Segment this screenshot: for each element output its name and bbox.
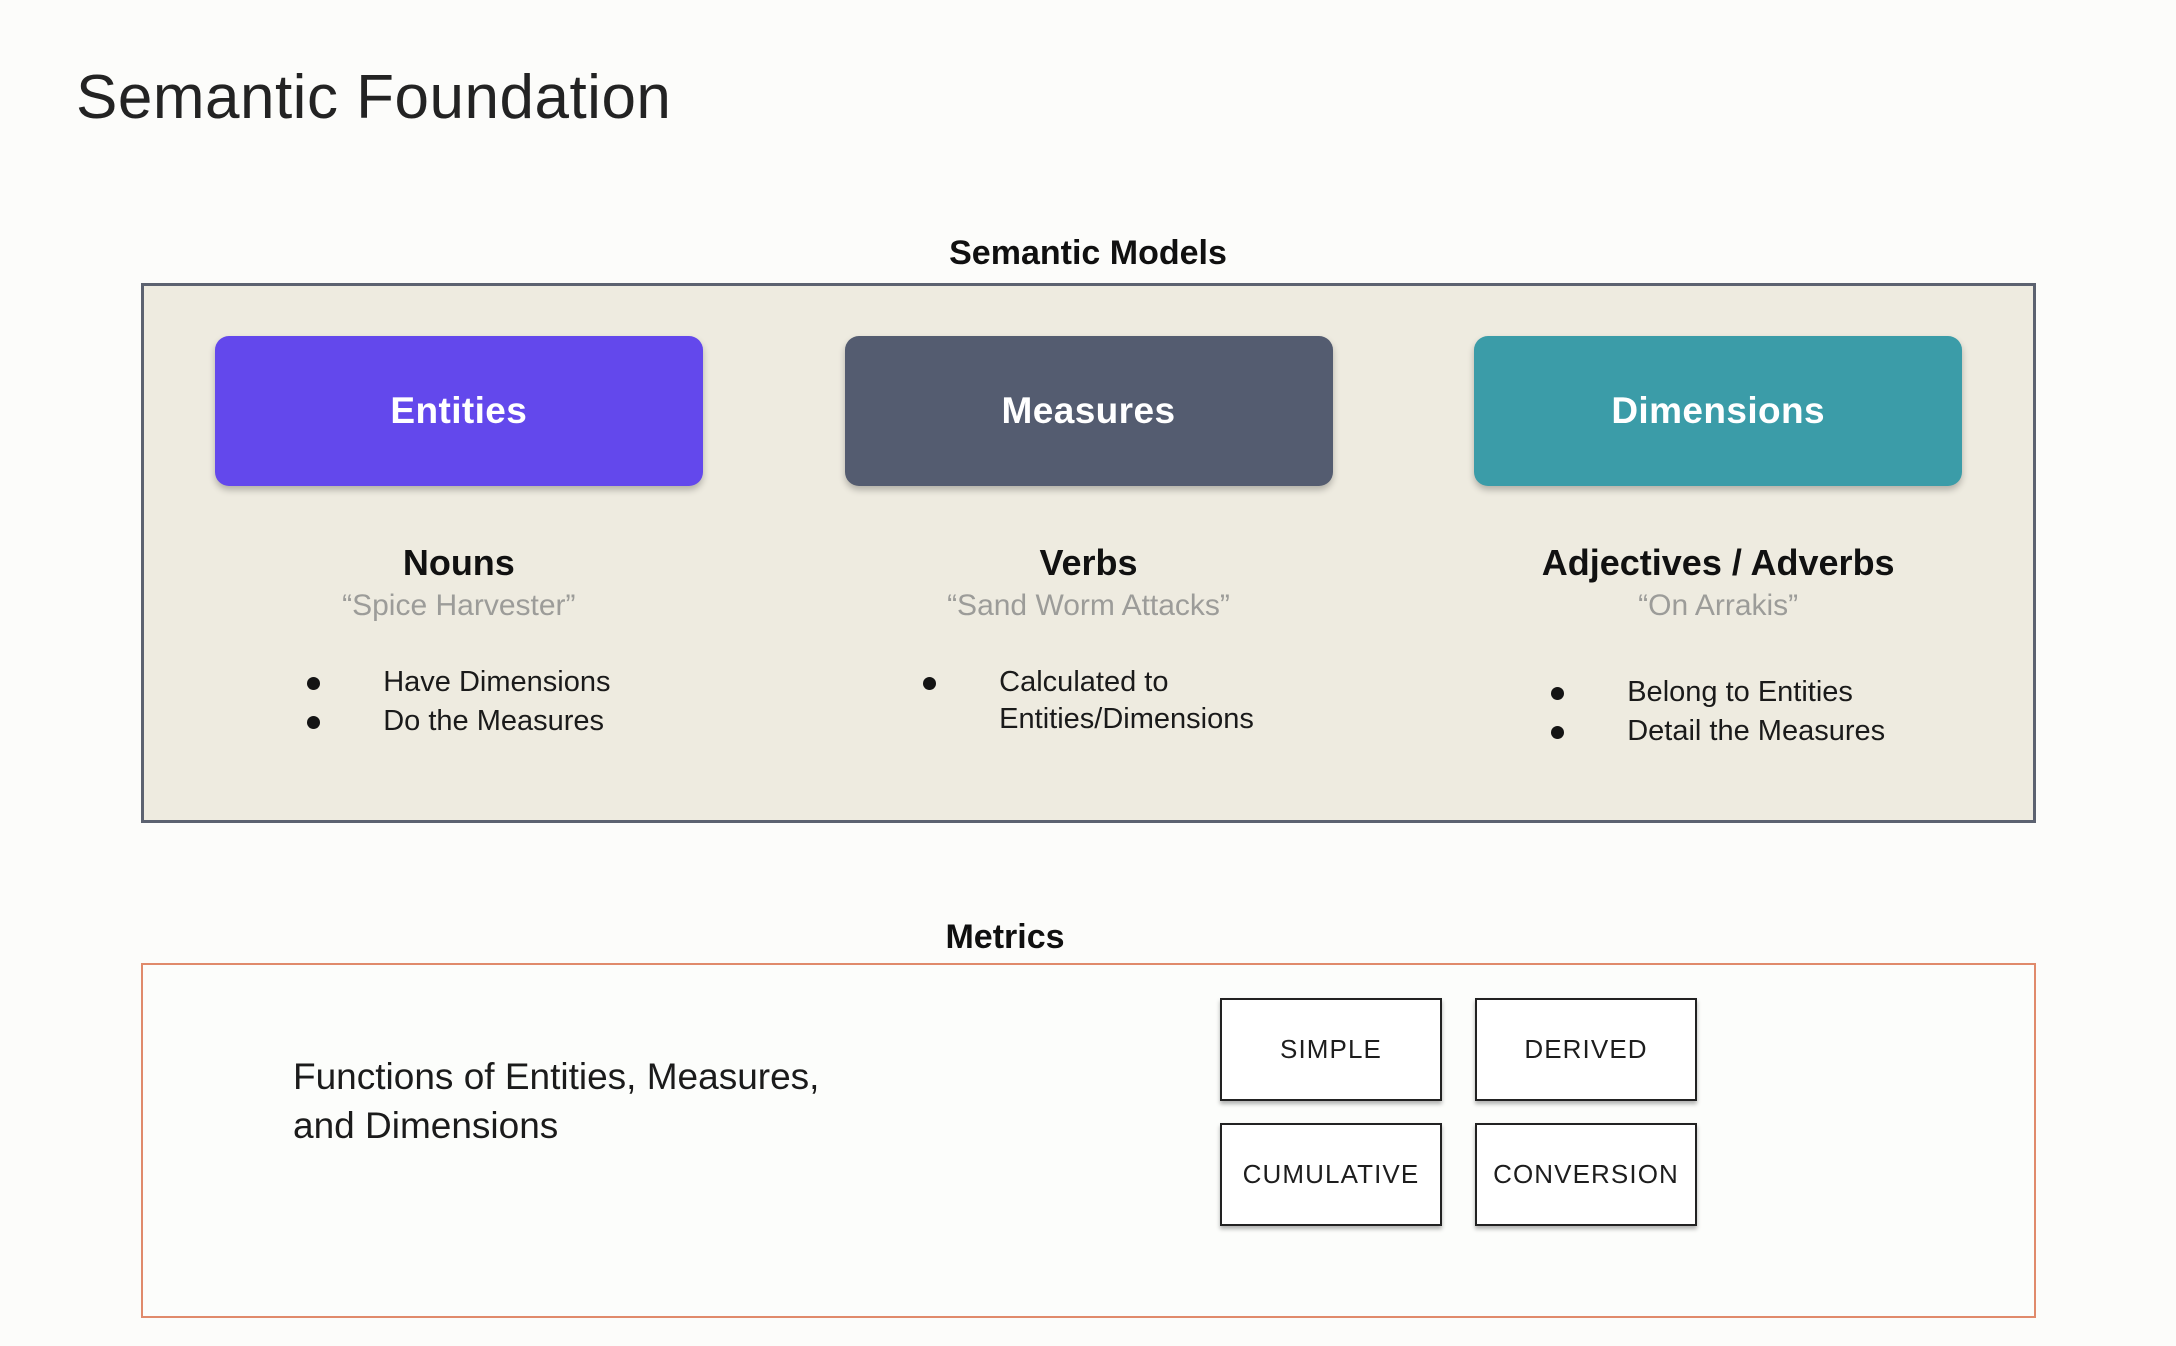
page-title: Semantic Foundation	[76, 63, 672, 132]
metrics-header: Metrics	[945, 918, 1065, 956]
metrics-description-line-1: Functions of Entities, Measures,	[293, 1056, 820, 1097]
dimensions-example: “On Arrakis”	[1638, 588, 1799, 622]
list-item: Have Dimensions	[307, 664, 610, 702]
dimensions-bullet-list: Belong to Entities Detail the Measures	[1551, 674, 1885, 753]
measures-example: “Sand Worm Attacks”	[947, 588, 1230, 622]
bullet-dot-icon	[307, 676, 321, 690]
semantic-column-dimensions: Dimensions Adjectives / Adverbs “On Arra…	[1403, 286, 2033, 820]
metric-type-cumulative[interactable]: CUMULATIVE	[1220, 1123, 1442, 1226]
bullet-dot-icon	[923, 676, 937, 690]
metrics-panel: Functions of Entities, Measures, and Dim…	[141, 963, 2036, 1318]
semantic-column-entities: Entities Nouns “Spice Harvester” Have Di…	[144, 286, 774, 820]
entities-example: “Spice Harvester”	[342, 588, 576, 622]
metric-type-conversion-label: CONVERSION	[1493, 1159, 1679, 1189]
list-item-label: Have Dimensions	[383, 665, 611, 698]
metric-type-conversion[interactable]: CONVERSION	[1475, 1123, 1697, 1226]
bullet-dot-icon	[1551, 686, 1565, 700]
measures-bullet-list: Calculated to Entities/Dimensions	[923, 664, 1254, 741]
measures-part-of-speech: Verbs	[1039, 542, 1138, 583]
semantic-models-header: Semantic Models	[949, 234, 1227, 272]
metric-type-grid: SIMPLE DERIVED CUMULATIVE CONVERSION	[1220, 998, 1697, 1226]
bullet-dot-icon	[1551, 726, 1565, 740]
metric-type-derived[interactable]: DERIVED	[1475, 998, 1697, 1101]
semantic-column-measures: Measures Verbs “Sand Worm Attacks” Calcu…	[774, 286, 1404, 820]
list-item: Belong to Entities	[1551, 674, 1885, 712]
list-item-label: Detail the Measures	[1627, 715, 1886, 748]
metrics-description-line-2: and Dimensions	[293, 1104, 559, 1146]
semantic-models-columns: Entities Nouns “Spice Harvester” Have Di…	[144, 286, 2033, 820]
dimensions-part-of-speech: Adjectives / Adverbs	[1541, 542, 1895, 583]
card-dimensions-label: Dimensions	[1611, 390, 1826, 431]
list-item-label: Do the Measures	[383, 705, 605, 738]
metric-type-simple[interactable]: SIMPLE	[1220, 998, 1442, 1101]
semantic-models-panel: Entities Nouns “Spice Harvester” Have Di…	[141, 283, 2036, 823]
list-item-label: Belong to Entities	[1627, 675, 1853, 708]
list-item: Do the Measures	[307, 703, 610, 741]
list-item: Calculated to Entities/Dimensions	[923, 664, 1254, 739]
bullet-dot-icon	[307, 716, 321, 730]
metrics-description: Functions of Entities, Measures, and Dim…	[293, 1053, 819, 1151]
list-item-label-continued: Entities/Dimensions	[999, 703, 1254, 736]
card-dimensions[interactable]: Dimensions	[1474, 336, 1963, 486]
metric-type-cumulative-label: CUMULATIVE	[1242, 1159, 1420, 1189]
entities-bullet-list: Have Dimensions Do the Measures	[307, 664, 610, 743]
metric-type-derived-label: DERIVED	[1524, 1034, 1648, 1064]
list-item: Detail the Measures	[1551, 713, 1885, 751]
entities-part-of-speech: Nouns	[402, 542, 515, 583]
metric-type-simple-label: SIMPLE	[1280, 1034, 1382, 1064]
card-measures[interactable]: Measures	[844, 336, 1333, 486]
card-measures-label: Measures	[1001, 390, 1176, 431]
card-entities[interactable]: Entities	[214, 336, 703, 486]
card-entities-label: Entities	[390, 390, 528, 431]
list-item-label: Calculated to	[999, 665, 1169, 698]
